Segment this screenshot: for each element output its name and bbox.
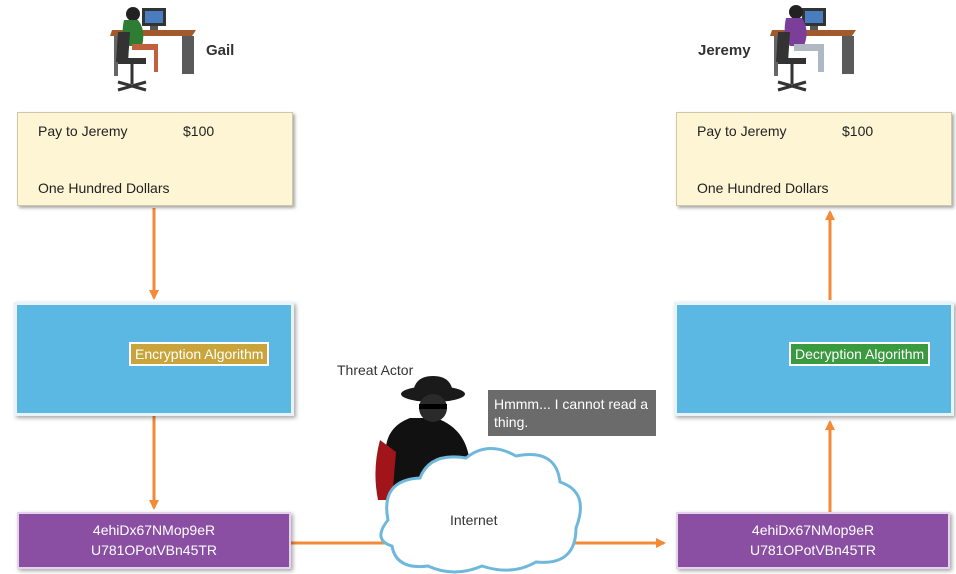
encryption-algorithm-label: Encryption Algorithm xyxy=(129,342,270,366)
encryption-box: Encryption Algorithm xyxy=(14,302,294,416)
ciphertext-box-right: 4ehiDx67NMop9eR U781OPotVBn45TR xyxy=(676,512,950,569)
check-amount: $100 xyxy=(842,123,874,139)
decryption-algorithm-label: Decryption Algorithm xyxy=(789,342,931,366)
check-pay-to: Pay to Jeremy xyxy=(38,123,128,139)
ciphertext-box-left: 4ehiDx67NMop9eR U781OPotVBn45TR xyxy=(17,512,291,569)
receiver-name: Jeremy xyxy=(698,42,751,59)
jeremy-person-icon xyxy=(770,5,856,92)
ciphertext-line-1: 4ehiDx67NMop9eR xyxy=(751,522,875,538)
decryption-box: Decryption Algorithm xyxy=(674,302,954,416)
check-pay-to: Pay to Jeremy xyxy=(697,123,787,139)
plaintext-check-right: Pay to Jeremy $100 One Hundred Dollars xyxy=(676,112,952,206)
ciphertext-line-2: U781OPotVBn45TR xyxy=(90,542,218,558)
ciphertext-line-2: U781OPotVBn45TR xyxy=(749,542,877,558)
plaintext-check-left: Pay to Jeremy $100 One Hundred Dollars xyxy=(17,112,293,206)
check-amount: $100 xyxy=(183,123,215,139)
gail-person-icon xyxy=(110,7,196,92)
internet-cloud-icon xyxy=(379,447,582,574)
ciphertext-line-1: 4ehiDx67NMop9eR xyxy=(92,522,216,538)
sender-name: Gail xyxy=(206,42,235,59)
threat-speech-bubble: Hmmm... I cannot read a thing. xyxy=(488,390,656,436)
internet-label: Internet xyxy=(450,512,498,528)
threat-actor-label: Threat Actor xyxy=(337,362,414,378)
check-amount-words: One Hundred Dollars xyxy=(697,180,829,196)
check-amount-words: One Hundred Dollars xyxy=(38,180,170,196)
